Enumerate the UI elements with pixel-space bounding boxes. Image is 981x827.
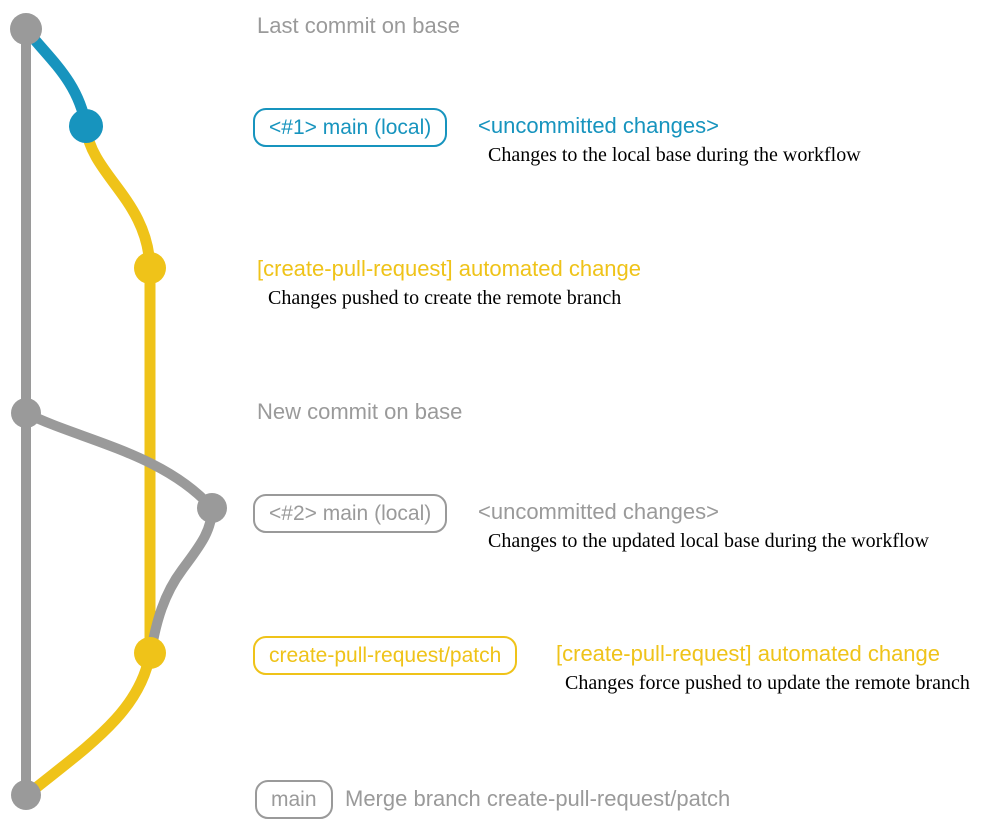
branch-line-local-main-1 — [20, 23, 92, 132]
label-uncommitted-changes-1: <uncommitted changes> — [478, 113, 719, 138]
label-new-commit-on-base: New commit on base — [257, 399, 463, 424]
label-last-commit-on-base: Last commit on base — [257, 13, 460, 38]
description-push-1: Changes pushed to create the remote bran… — [268, 287, 622, 309]
description-push-2: Changes force pushed to update the remot… — [565, 672, 970, 694]
label-automated-change-2: [create-pull-request] automated change — [556, 641, 941, 666]
commit-node-local-main-1 — [69, 109, 103, 143]
branch-badge-main: main — [255, 780, 333, 820]
commit-graph — [10, 13, 227, 810]
branch-line-local-main-2 — [21, 408, 218, 657]
description-uncommitted-2: Changes to the updated local base during… — [488, 530, 929, 552]
branch-badge-main-local-2: <#2> main (local) — [253, 494, 448, 534]
commit-node-patch-1 — [134, 252, 166, 284]
description-uncommitted-1: Changes to the local base during the wor… — [488, 144, 861, 166]
commit-node-new-base — [11, 398, 41, 428]
commit-node-last-base — [10, 13, 42, 45]
branch-badge-main-local-1: <#1> main (local) — [253, 108, 448, 148]
branch-badge-create-pull-request-patch: create-pull-request/patch — [253, 636, 518, 676]
commit-node-merge — [11, 780, 41, 810]
commit-node-patch-2 — [134, 637, 166, 669]
commit-node-local-main-2 — [197, 493, 227, 523]
branch-line-patch-merge — [21, 647, 156, 801]
label-merge-branch: Merge branch create-pull-request/patch — [345, 786, 731, 811]
label-automated-change-1: [create-pull-request] automated change — [257, 256, 642, 281]
branch-line-patch — [80, 122, 156, 659]
label-uncommitted-changes-2: <uncommitted changes> — [478, 499, 719, 524]
